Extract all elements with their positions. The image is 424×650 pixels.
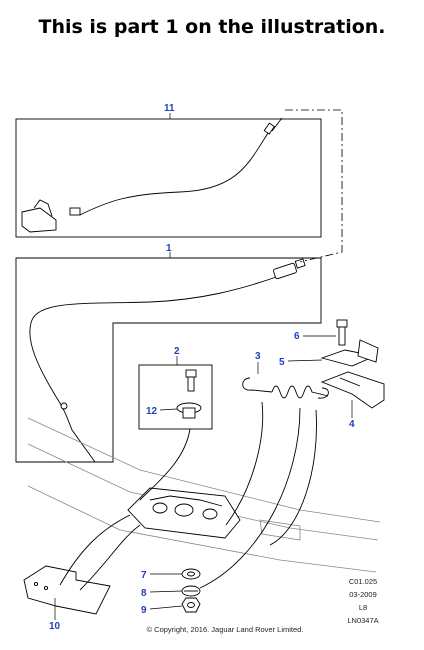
- latch-assembly: [127, 487, 241, 539]
- leader-5: [287, 359, 323, 362]
- bolt-shank-6: [338, 326, 346, 346]
- release-handle-arm: [33, 199, 53, 217]
- ref-code-4: LN0347A: [347, 616, 378, 625]
- grommet-12: [182, 407, 196, 419]
- nut-9: [181, 597, 201, 613]
- cable-end-11: [69, 207, 81, 216]
- latch-hole-a: [152, 502, 168, 514]
- floor-line-c: [27, 485, 377, 573]
- bracket-10-hole-b: [43, 585, 49, 591]
- spring-guide-c: [269, 409, 317, 546]
- latch-hole-c: [202, 508, 218, 520]
- ref-code-2: 03-2009: [349, 590, 377, 599]
- callout-9: 9: [141, 605, 147, 616]
- floor-slot: [259, 519, 301, 541]
- inset-box-11: [15, 113, 322, 238]
- leader-9: [149, 605, 183, 610]
- spring-guide-a: [225, 401, 264, 526]
- leader-8: [149, 590, 183, 593]
- page-heading: This is part 1 on the illustration.: [38, 16, 386, 38]
- inset-box-1: [15, 252, 322, 463]
- cable-ferrule-1: [60, 402, 68, 410]
- plate-5-tab: [357, 339, 379, 363]
- spring-hook-left: [242, 377, 273, 393]
- nut-9-hole: [187, 602, 195, 608]
- spring-coil: [271, 385, 329, 399]
- bracket-4-slot: [339, 377, 361, 387]
- spring-3: [199, 362, 329, 589]
- bracket-guide-b: [79, 524, 141, 591]
- callout-7: 7: [141, 570, 147, 581]
- main-cable-1: [29, 274, 283, 463]
- callout-6: 6: [294, 331, 300, 342]
- callout-5: 5: [279, 357, 285, 368]
- release-cable-11: [79, 129, 271, 216]
- bracket-10: [23, 514, 141, 620]
- bracket-4: [320, 371, 385, 409]
- bolt-head-6: [336, 319, 348, 328]
- ref-code-1: C01.025: [349, 577, 377, 586]
- leader-12: [159, 408, 178, 411]
- callout-2: 2: [174, 346, 180, 357]
- callout-1: 1: [166, 243, 172, 254]
- bracket-guide-a: [59, 514, 131, 586]
- spring-hook-right: [317, 387, 329, 399]
- washer-7: [181, 568, 201, 580]
- callout-8: 8: [141, 588, 147, 599]
- bolt-guide-line: [139, 428, 191, 501]
- floor-line-a: [27, 417, 381, 523]
- callout-12: 12: [146, 406, 158, 417]
- ref-code-3: L8: [359, 603, 367, 612]
- callout-4: 4: [349, 419, 355, 430]
- callout-11: 11: [164, 103, 175, 114]
- spring-guide-b: [199, 407, 301, 589]
- cable-connector-tip-1: [294, 258, 306, 269]
- bracket-10-hole-a: [33, 581, 39, 587]
- inset-box-2: [138, 356, 213, 501]
- copyright-text: © Copyright, 2016. Jaguar Land Rover Lim…: [147, 625, 304, 634]
- cable-tip-11: [271, 117, 283, 132]
- callout-10: 10: [49, 621, 61, 632]
- fastener-stack: [149, 568, 201, 613]
- inset-11-frame: [15, 118, 322, 238]
- callout-3: 3: [255, 351, 261, 362]
- bracket-10-plate: [23, 565, 111, 615]
- routing-line: [285, 109, 343, 263]
- washer-7-hole: [187, 571, 195, 577]
- bolt-head-2: [185, 369, 197, 378]
- inset-1-frame: [15, 257, 322, 463]
- latch-ridge: [149, 495, 223, 507]
- inset-2-frame: [138, 364, 213, 430]
- striker-group: [287, 319, 385, 418]
- bolt-shank-2: [187, 376, 195, 392]
- release-handle: [21, 207, 57, 233]
- cable-ferrule-11: [263, 122, 275, 135]
- latch-hole-b: [174, 503, 194, 517]
- cable-connector-1: [273, 262, 297, 280]
